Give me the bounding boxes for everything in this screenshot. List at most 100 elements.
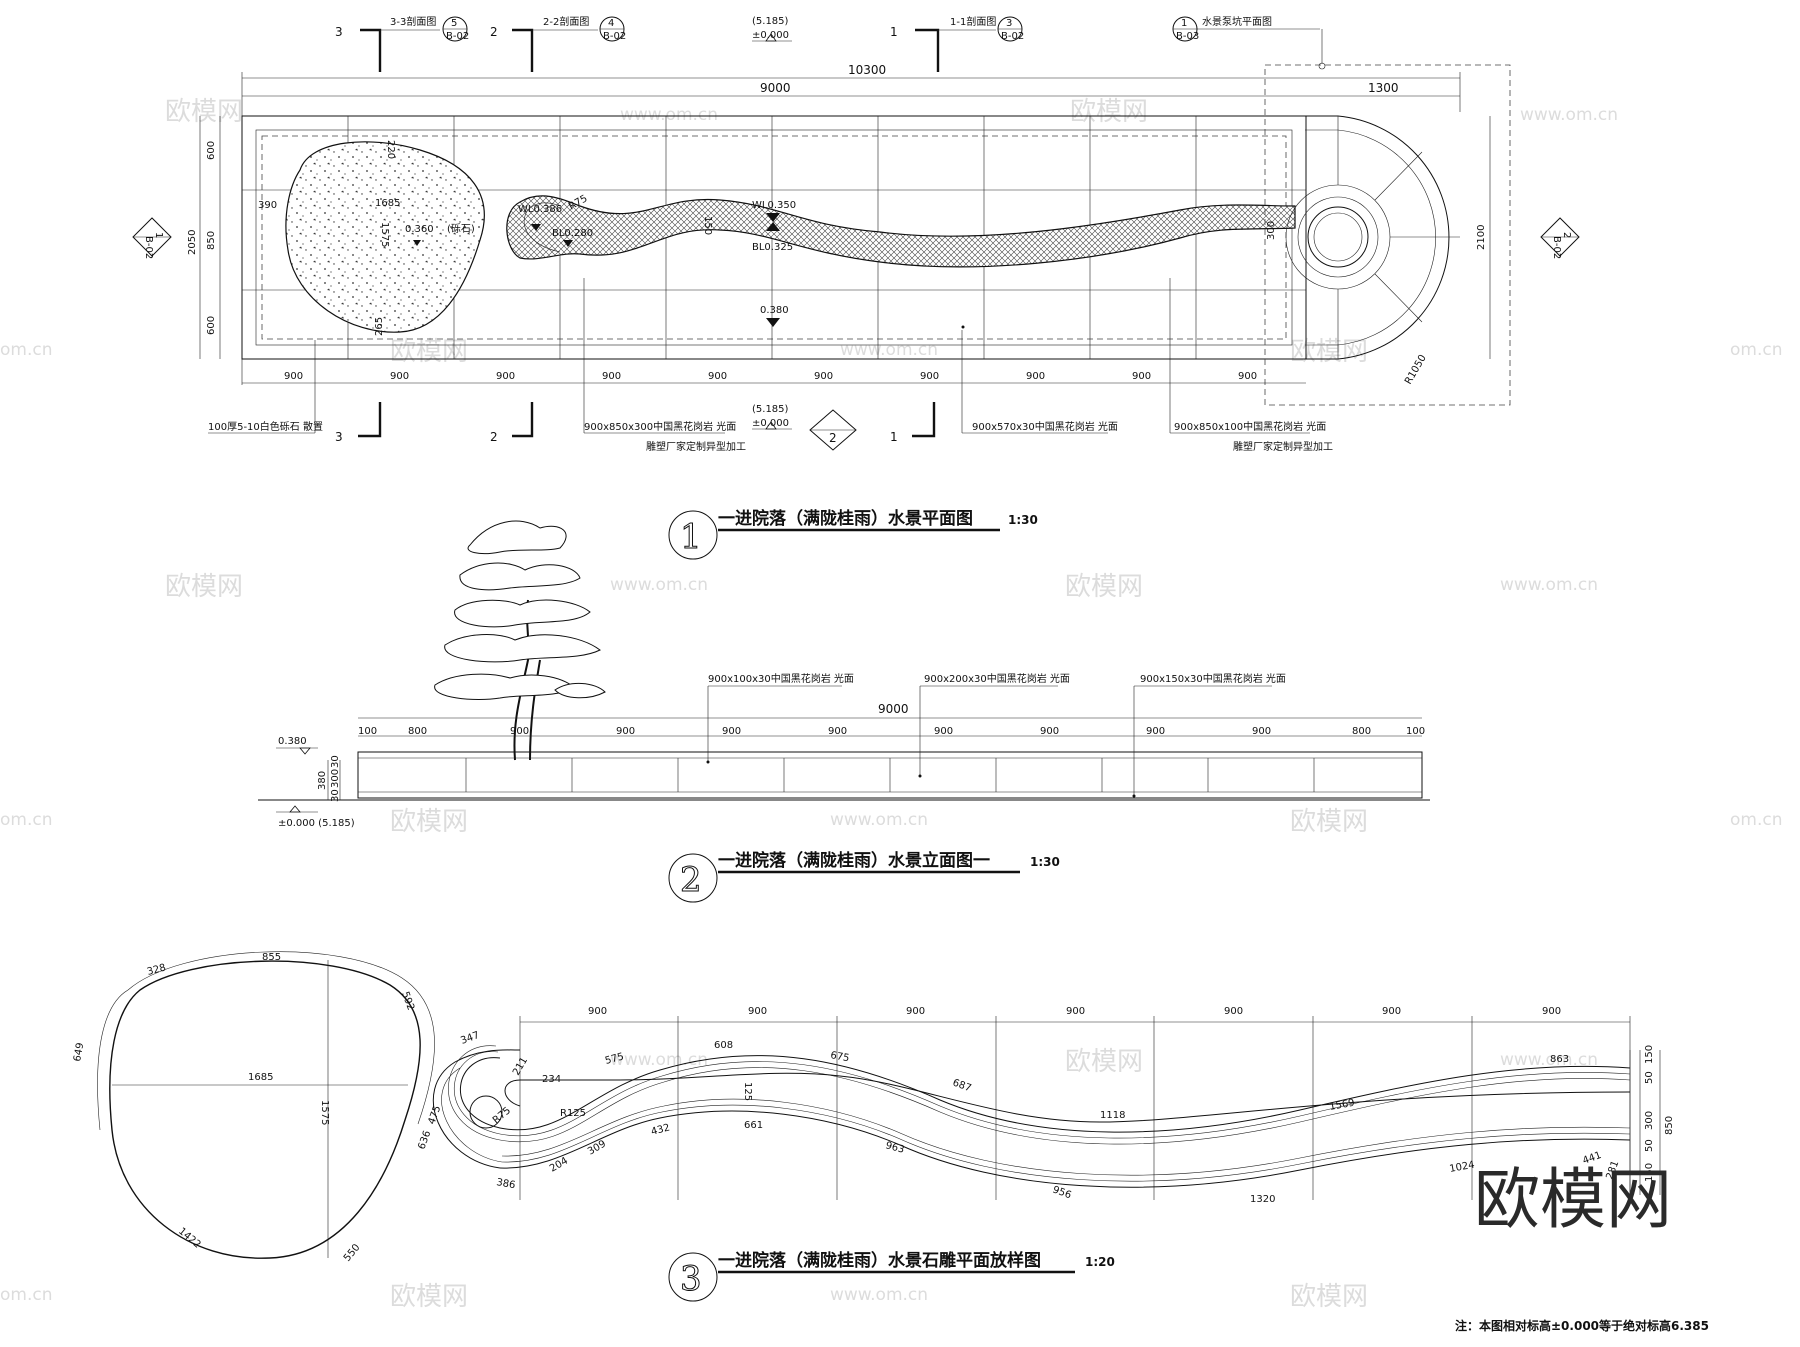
detail-right-dim: 300	[1644, 1111, 1655, 1130]
detail-title: 一进院落（满陇桂雨）水景石雕平面放样图	[718, 1250, 1041, 1271]
detail-top-dim: 900	[1542, 1006, 1561, 1017]
detail-top-dim: 900	[1066, 1006, 1085, 1017]
bottom-dim: 900	[1238, 371, 1257, 382]
channel-wl-left: WL0.386	[518, 204, 562, 215]
section-number: 3	[335, 430, 343, 444]
watermark-brand: 欧模网	[1065, 572, 1143, 602]
water-channel	[506, 195, 1296, 268]
arc-dim: 204	[548, 1156, 570, 1175]
bottom-level-zero: ±0.000	[752, 418, 789, 429]
arc-dim: 211	[511, 1055, 530, 1077]
section-number: 2	[490, 430, 498, 444]
watermark-site: www.om.cn	[1500, 1050, 1598, 1070]
watermark-site: www.om.cn	[610, 575, 708, 595]
bottom-dim: 900	[1026, 371, 1045, 382]
watermark-brand: 欧模网	[390, 807, 468, 837]
detail-radius: R125	[560, 1108, 586, 1119]
pool-radius: R1050	[1403, 353, 1429, 387]
watermark-site: www.om.cn	[1520, 105, 1618, 125]
stone-arc: 550	[342, 1242, 363, 1264]
pine-tree	[434, 520, 606, 761]
watermark-brand: 欧模网	[390, 337, 468, 367]
plan-notes: 100厚5-10白色砾石 散置 900x850x300中国黑花岗岩 光面 雕塑厂…	[208, 278, 1333, 453]
side-marker-ref: B-02	[1551, 236, 1562, 259]
channel-width-dim: 150	[702, 216, 713, 235]
pit-label: 水景泵坑平面图	[1202, 15, 1272, 28]
footnote: 注：本图相对标高±0.000等于绝对标高6.385	[1455, 1318, 1709, 1333]
detail-title-block: 3 一进院落（满陇桂雨）水景石雕平面放样图 1:20	[668, 1250, 1115, 1302]
elev-dim: 900	[510, 726, 529, 737]
detail-top-dim: 900	[588, 1006, 607, 1017]
pool-height: 2100	[1476, 225, 1487, 250]
watermark-site: www.om.cn	[830, 810, 928, 830]
plan-title-block: 1 一进院落（满陇桂雨）水景平面图 1:30	[668, 508, 1038, 560]
arc-dim: 386	[495, 1177, 516, 1191]
stone-dim-1685: 1685	[375, 198, 400, 209]
detail-top-dim: 900	[906, 1006, 925, 1017]
stone-arc: 649	[72, 1042, 86, 1063]
note-granite-3: 900x850x100中国黑花岗岩 光面	[1174, 420, 1326, 433]
watermark-site: www.om.cn	[620, 105, 718, 125]
watermark-site: www.om.cn	[610, 1050, 708, 1070]
section-ref: B-02	[603, 31, 626, 42]
section-number: 1	[890, 25, 898, 39]
detail-right-dim: 150	[1644, 1045, 1655, 1064]
section-label: 1-1剖面图	[950, 15, 996, 28]
section-number: 3	[335, 25, 343, 39]
section-marker-3: 3 3-3剖面图 5 B-02	[335, 15, 469, 72]
detail-top-dim: 900	[1224, 1006, 1243, 1017]
plan-number: 1	[680, 517, 702, 557]
plan-title: 一进院落（满陇桂雨）水景平面图	[718, 508, 973, 529]
arc-dim: 675	[829, 1050, 850, 1064]
section-ref: B-02	[446, 31, 469, 42]
stone-arc: 475	[426, 1104, 443, 1126]
detail-right-dim: 150	[1644, 1163, 1655, 1182]
top-level-zero: ±0.000	[752, 30, 789, 41]
note-granite-2: 900x570x30中国黑花岗岩 光面	[972, 420, 1118, 433]
watermark-brand: 欧模网	[390, 1282, 468, 1312]
elev-dim: 100	[1406, 726, 1425, 737]
arc-dim: 1569	[1329, 1098, 1356, 1113]
pump-pit-tag: 1 B-03 水景泵坑平面图	[1172, 15, 1326, 70]
detail-right-dim: 50	[1644, 1071, 1655, 1084]
elev-dim: 900	[1252, 726, 1271, 737]
elev-side-dim: 380	[317, 771, 328, 790]
plan-height-dim: 850	[206, 231, 217, 250]
plan-view: 10300 9000 1300 600 850 600 20	[132, 15, 1580, 560]
arc-dim: 963	[884, 1140, 905, 1156]
elev-joints	[465, 758, 1315, 792]
elev-dim: 900	[934, 726, 953, 737]
bottom-dim: 900	[284, 371, 303, 382]
note-granite-1: 900x850x300中国黑花岗岩 光面	[584, 420, 736, 433]
detail-stone-height: 1575	[319, 1100, 330, 1125]
plan-scale: 1:30	[1008, 513, 1038, 527]
section-circle: 4	[608, 18, 614, 29]
detail-number: 3	[680, 1259, 702, 1299]
bottom-dim: 900	[390, 371, 409, 382]
detail-stone	[109, 960, 421, 1259]
section-label: 3-3剖面图	[390, 15, 436, 28]
plan-height-dim: 600	[206, 316, 217, 335]
brand-logo: 欧模网	[1474, 1161, 1672, 1238]
stone-level: 0.360	[405, 224, 434, 235]
side-marker-left: 1 B-02	[132, 217, 172, 259]
elev-side-dim: 30	[330, 755, 341, 768]
elevation-title-block: 2 一进院落（满陇桂雨）水景立面图一 1:30	[668, 850, 1060, 903]
note-custom-1: 雕塑厂家定制异型加工	[646, 440, 746, 453]
stone-dim-265: 265	[374, 317, 385, 336]
watermark-site: om.cn	[1730, 340, 1783, 360]
plan-total-height: 2050	[187, 230, 198, 255]
arc-dim: 347	[459, 1030, 481, 1047]
arc-dim: 1118	[1100, 1110, 1125, 1121]
bottom-dim: 900	[602, 371, 621, 382]
section-circle: 5	[451, 18, 457, 29]
detail-radius: R75	[491, 1105, 513, 1126]
arc-dim: 575	[604, 1051, 625, 1067]
elev-level-top: 0.380	[278, 736, 307, 747]
elev-level-bottom: ±0.000 (5.185)	[278, 818, 355, 829]
detail-s-curve	[432, 1045, 1631, 1195]
elevation-title: 一进院落（满陇桂雨）水景立面图一	[718, 850, 990, 871]
watermark-site: om.cn	[0, 810, 53, 830]
elev-dims: 100 800 900 900 900 900 900 900 900 900 …	[358, 726, 1425, 737]
